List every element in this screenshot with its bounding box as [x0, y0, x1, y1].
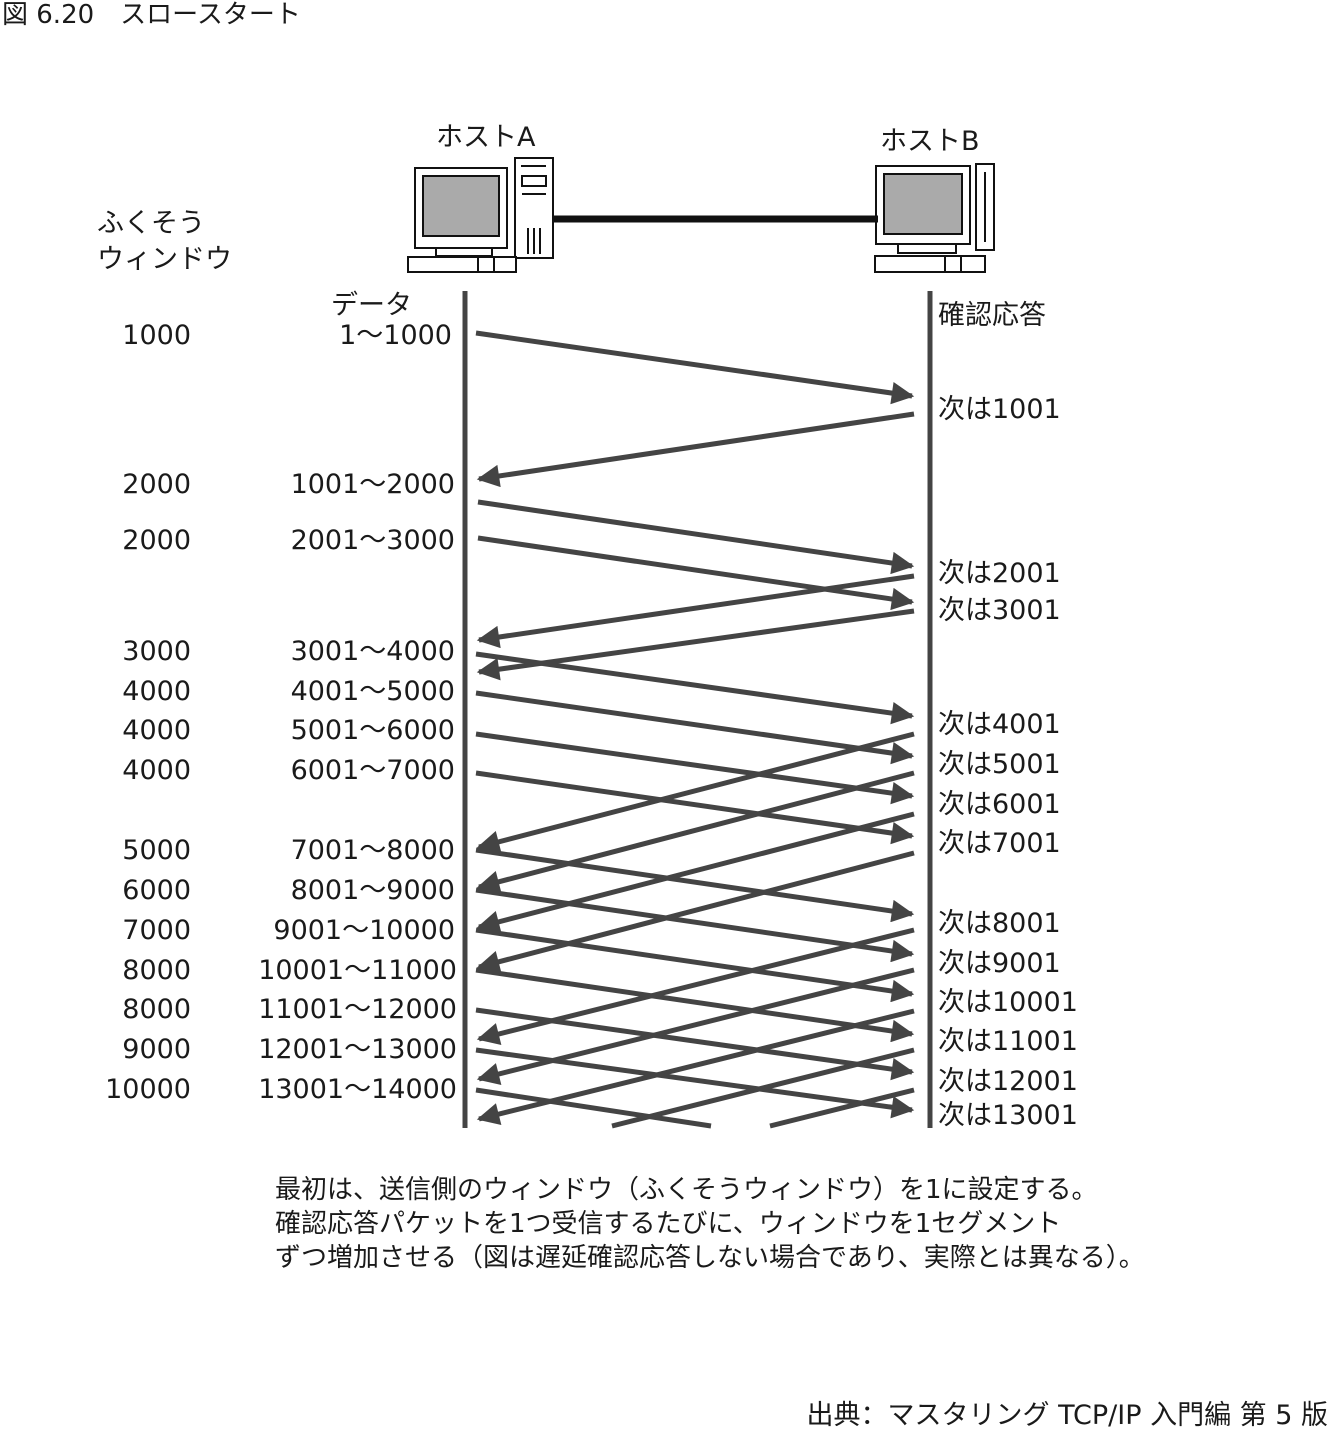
data-arrow — [475, 690, 915, 765]
cwnd-value: 5000 — [122, 835, 191, 866]
ack-arrow — [476, 927, 915, 1045]
source-credit: 出典：マスタリング TCP/IP 入門編 第 5 版 — [806, 1400, 1328, 1431]
data-range: 6001～7000 — [290, 755, 455, 786]
ack-arrow — [476, 850, 915, 973]
cwnd-value: 1000 — [122, 320, 191, 351]
ack-text: 次は11001 — [938, 1026, 1078, 1057]
cwnd-value: 2000 — [122, 525, 191, 556]
ack-text: 次は5001 — [938, 749, 1061, 780]
figure-caption: 最初は、送信側のウィンドウ（ふくそうウィンドウ）を1に設定する。 確認応答パケッ… — [275, 1175, 1145, 1273]
cwnd-value: 9000 — [122, 1034, 191, 1065]
ack-text: 次は9001 — [938, 948, 1061, 979]
ack-text: 次は3001 — [938, 595, 1061, 626]
message-arrows — [475, 330, 915, 1129]
data-range: 1～1000 — [339, 320, 452, 351]
cwnd-value: 8000 — [122, 994, 191, 1025]
ack-heading: 確認応答 — [938, 300, 1046, 331]
data-range: 8001～9000 — [290, 875, 455, 906]
ack-text: 次は12001 — [938, 1066, 1078, 1097]
data-arrow — [475, 770, 915, 845]
data-range: 3001～4000 — [290, 636, 455, 667]
ack-arrow — [476, 1008, 915, 1126]
data-arrow — [475, 731, 915, 805]
cwnd-value: 8000 — [122, 955, 191, 986]
ack-arrow-partial — [611, 1047, 915, 1129]
ack-arrow — [476, 608, 915, 681]
congestion-window-heading: ふくそう ウィンドウ — [97, 208, 232, 275]
ack-text: 次は4001 — [938, 709, 1061, 740]
ack-text: 次は2001 — [938, 558, 1061, 589]
host-b-computer-icon — [874, 163, 995, 273]
data-arrow — [477, 499, 915, 575]
ack-arrow — [476, 731, 915, 853]
cwnd-value: 4000 — [122, 755, 191, 786]
data-arrow — [475, 330, 915, 405]
data-range: 10001～11000 — [258, 955, 457, 986]
data-range: 4001～5000 — [290, 676, 455, 707]
data-arrow — [475, 887, 915, 963]
data-range: 5001～6000 — [290, 715, 455, 746]
cwnd-value: 10000 — [105, 1074, 191, 1105]
ack-arrow-partial — [769, 1087, 915, 1129]
figure-title: 図 6.20 スロースタート — [2, 0, 301, 30]
ack-arrow — [476, 967, 915, 1085]
cwnd-value: 3000 — [122, 636, 191, 667]
cwnd-value: 2000 — [122, 469, 191, 500]
host-a-computer-icon — [407, 157, 554, 273]
ack-text: 次は8001 — [938, 908, 1061, 939]
ack-text: 次は6001 — [938, 789, 1061, 820]
cwnd-value: 6000 — [122, 875, 191, 906]
ack-text: 次は10001 — [938, 987, 1078, 1018]
data-arrow — [475, 651, 915, 725]
data-range: 12001～13000 — [258, 1034, 457, 1065]
data-arrow-partial — [475, 1087, 712, 1129]
data-heading: データ — [331, 290, 412, 321]
host-a-label: ホストA — [436, 122, 536, 153]
data-range: 13001～14000 — [258, 1074, 457, 1105]
ack-arrow — [476, 573, 915, 649]
data-arrow — [475, 967, 915, 1043]
data-range: 2001～3000 — [290, 525, 455, 556]
cwnd-value: 4000 — [122, 676, 191, 707]
cwnd-value: 4000 — [122, 715, 191, 746]
ack-arrow — [476, 811, 915, 933]
ack-text: 次は1001 — [938, 394, 1061, 425]
data-arrow — [477, 535, 915, 611]
data-arrow — [475, 927, 915, 1003]
data-range: 11001～12000 — [258, 994, 457, 1025]
data-arrow — [475, 847, 915, 923]
data-range: 7001～8000 — [290, 835, 455, 866]
ack-arrow — [476, 411, 915, 488]
host-b-label: ホストB — [880, 126, 980, 157]
data-range: 1001～2000 — [290, 469, 455, 500]
ack-arrow — [476, 770, 915, 893]
cwnd-value: 7000 — [122, 915, 191, 946]
data-range: 9001～10000 — [273, 915, 455, 946]
ack-text: 次は13001 — [938, 1100, 1078, 1131]
ack-text: 次は7001 — [938, 828, 1061, 859]
